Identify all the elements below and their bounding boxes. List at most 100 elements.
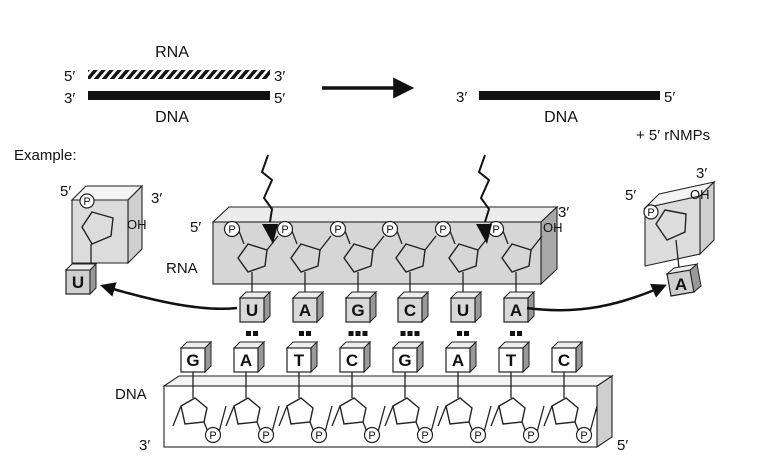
product-label: + 5′ rNMPs bbox=[636, 127, 710, 144]
dna-base-box bbox=[392, 347, 418, 373]
rna-phosphate-label: P bbox=[228, 224, 235, 236]
rna-slab bbox=[211, 205, 559, 286]
rna-sugar bbox=[395, 243, 426, 273]
dna-sugar bbox=[180, 397, 208, 425]
rna-base-box bbox=[239, 297, 265, 323]
dna-sugar bbox=[498, 397, 526, 425]
rna-sugar bbox=[237, 243, 268, 273]
released-right-oh: OH bbox=[690, 187, 710, 202]
dna-sugar bbox=[551, 397, 579, 425]
dna-phosphate bbox=[363, 426, 381, 444]
h-bond bbox=[299, 331, 304, 336]
cleavage-arrow-right bbox=[476, 154, 492, 244]
dna-5prime-end: 5′ bbox=[617, 437, 628, 454]
rna-base: C bbox=[404, 301, 416, 320]
rna-strand-hatched bbox=[88, 70, 270, 79]
dna-phosphate-label: P bbox=[209, 430, 216, 442]
rna-phosphate bbox=[223, 220, 241, 238]
rna-label-top: RNA bbox=[155, 44, 189, 61]
dna-base: C bbox=[558, 351, 570, 370]
dna-base-box bbox=[180, 347, 206, 373]
rna-base: A bbox=[299, 301, 311, 320]
dna-slab-side bbox=[596, 374, 613, 449]
h-bond bbox=[362, 331, 368, 336]
rna-3prime-label: 3′ bbox=[274, 68, 285, 85]
rna-3prime-end: 3′ bbox=[558, 204, 569, 221]
dna-label-top-left: DNA bbox=[155, 109, 189, 126]
svg-text:P: P bbox=[647, 207, 654, 219]
rna-sugar bbox=[343, 243, 374, 273]
rna-base: G bbox=[351, 301, 364, 320]
dna-phosphate-label: P bbox=[368, 430, 375, 442]
rna-base-box bbox=[450, 297, 476, 323]
rna-base-box bbox=[292, 297, 318, 323]
release-arrow-right bbox=[526, 283, 667, 312]
released-left-phosphate bbox=[79, 193, 95, 209]
h-bond bbox=[355, 331, 361, 336]
rna-phosphate-label: P bbox=[439, 224, 446, 236]
released-right-5prime: 5′ bbox=[625, 187, 636, 204]
h-bond bbox=[246, 331, 251, 336]
dna-sugar bbox=[339, 397, 367, 425]
release-arrow-left bbox=[100, 282, 238, 310]
dna-label-top-right: DNA bbox=[544, 109, 578, 126]
h-bond bbox=[400, 331, 406, 336]
dna-3prime-end: 3′ bbox=[139, 437, 150, 454]
rna-nucleotide: PU bbox=[434, 220, 490, 336]
dna-nucleotide: CP bbox=[543, 340, 598, 444]
dna-phosphate bbox=[310, 426, 328, 444]
dna-phosphate-label: P bbox=[315, 430, 322, 442]
released-nucleotide-right: P A 5′ 3′ OH bbox=[625, 165, 716, 297]
rna-base-box bbox=[397, 297, 423, 323]
dna-base: G bbox=[398, 351, 411, 370]
rna-phosphate-label: P bbox=[492, 224, 499, 236]
rna-base-box bbox=[503, 297, 529, 323]
released-right-3prime: 3′ bbox=[696, 165, 707, 182]
h-bond bbox=[510, 331, 515, 336]
dna-sugar bbox=[392, 397, 420, 425]
dna-base: T bbox=[506, 351, 517, 370]
dna-phosphate bbox=[522, 426, 540, 444]
released-right-phosphate bbox=[643, 204, 659, 220]
h-bond bbox=[306, 331, 311, 336]
dna-base-box bbox=[551, 347, 577, 373]
dna-nucleotide: TP bbox=[490, 340, 545, 444]
dna-base: A bbox=[452, 351, 464, 370]
released-left-3prime: 3′ bbox=[151, 190, 162, 207]
dna-phosphate bbox=[469, 426, 487, 444]
dna-phosphate-label: P bbox=[580, 430, 587, 442]
rna-5prime-label: 5′ bbox=[64, 68, 75, 85]
rna-phosphate bbox=[276, 220, 294, 238]
dna-nucleotide: GP bbox=[384, 340, 439, 444]
released-nucleotide-left: P U 5′ 3′ OH bbox=[60, 183, 162, 296]
dna-sugar bbox=[233, 397, 261, 425]
dna-sugar bbox=[445, 397, 473, 425]
dna-base: C bbox=[346, 351, 358, 370]
released-left-5prime: 5′ bbox=[60, 183, 71, 200]
rna-label: RNA bbox=[166, 260, 198, 277]
dna-phosphate bbox=[204, 426, 222, 444]
rna-nucleotide: PA bbox=[487, 220, 543, 336]
rna-3prime-oh: OH bbox=[543, 220, 563, 235]
dna-sugar bbox=[286, 397, 314, 425]
h-bond bbox=[348, 331, 354, 336]
dna-base: G bbox=[186, 351, 199, 370]
example-label: Example: bbox=[14, 147, 77, 164]
dna-5prime-label-right: 5′ bbox=[664, 89, 675, 106]
dna-phosphate-label: P bbox=[474, 430, 481, 442]
h-bond bbox=[457, 331, 462, 336]
rna-base: U bbox=[457, 301, 469, 320]
rna-phosphate bbox=[329, 220, 347, 238]
h-bond bbox=[414, 331, 420, 336]
rna-nucleotide: PA bbox=[276, 220, 332, 336]
svg-text:P: P bbox=[83, 196, 90, 208]
dna-3prime-label-right: 3′ bbox=[456, 89, 467, 106]
h-bond bbox=[407, 331, 413, 336]
dna-strand-left bbox=[88, 91, 270, 100]
dna-nucleotide: TP bbox=[278, 340, 333, 444]
rna-sugar bbox=[448, 243, 479, 273]
dna-strand-right bbox=[479, 91, 660, 100]
